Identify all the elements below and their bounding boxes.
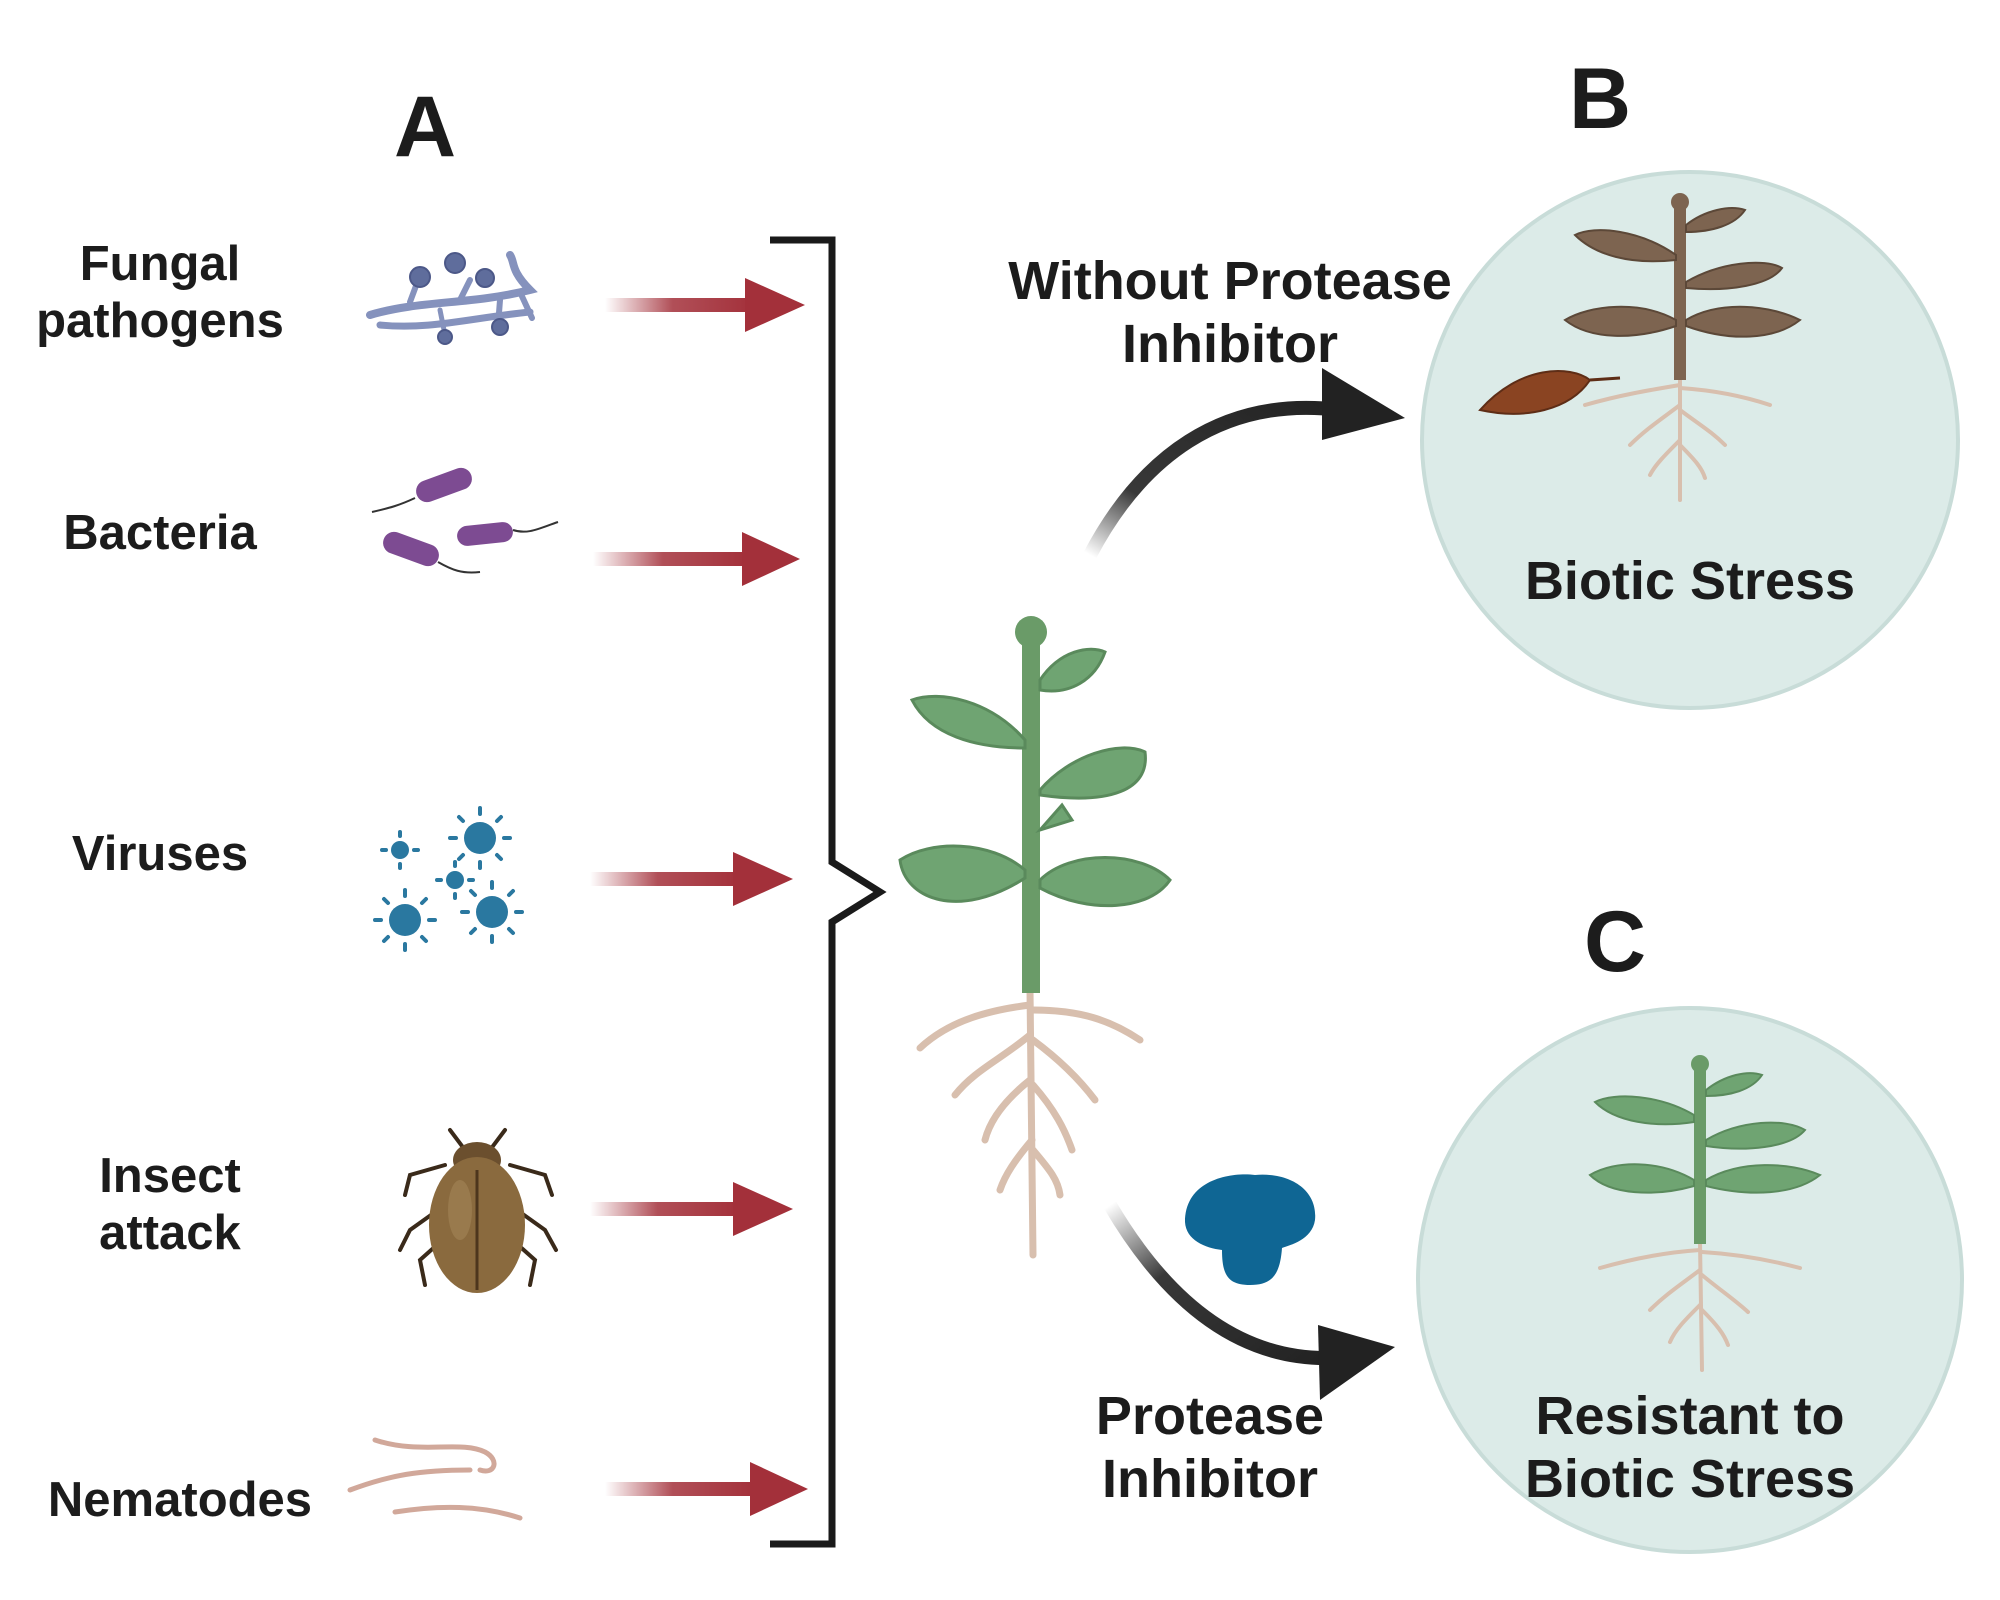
outcome-label-c: Resistant to Biotic Stress <box>1480 1385 1900 1510</box>
branch-label-with-line1: Protease <box>1095 1386 1325 1446</box>
source-label-bacteria: Bacteria <box>63 506 257 560</box>
source-label-fungal-line1: Fungal <box>79 237 241 291</box>
outcome-circle-c <box>1416 1006 1964 1554</box>
panel-label-c: C <box>1583 894 1647 990</box>
source-label-insect-line2: attack <box>99 1205 241 1260</box>
branch-label-without: Without Protease Inhibitor <box>1000 250 1460 375</box>
panel-label-a: A <box>393 79 457 175</box>
branch-label-without-line1: Without Protease <box>1008 251 1452 311</box>
panel-label-b: B <box>1568 51 1632 147</box>
source-label-fungal: Fungal pathogens <box>20 236 300 350</box>
branch-label-with-line2: Inhibitor <box>1102 1448 1318 1509</box>
outcome-label-c-line1: Resistant to <box>1535 1386 1845 1446</box>
virus-icon <box>373 806 524 952</box>
outcome-circle-b <box>1420 170 1960 710</box>
bacteria-icon <box>371 467 559 574</box>
without-inhibitor-arrow <box>1083 368 1405 559</box>
outcome-label-b: Biotic Stress <box>1524 551 1856 611</box>
wilted-plant-icon <box>1478 193 1802 502</box>
threat-arrow-bacteria <box>593 532 800 586</box>
resistant-plant-icon <box>1588 1055 1822 1372</box>
nematode-icon <box>347 1437 523 1521</box>
outcome-label-c-line2: Biotic Stress <box>1524 1448 1856 1509</box>
fungal-hyphae-icon <box>366 251 538 345</box>
branch-label-without-line2: Inhibitor <box>1122 313 1338 374</box>
beetle-icon <box>398 1128 558 1293</box>
source-label-fungal-line2: pathogens <box>36 293 284 348</box>
source-label-insect-line1: Insect <box>99 1149 241 1203</box>
threat-arrow-nematodes <box>605 1462 808 1516</box>
central-plant-icon <box>898 616 1172 1259</box>
protease-inhibitor-icon <box>1185 1174 1316 1285</box>
with-inhibitor-arrow <box>1103 1201 1395 1400</box>
source-label-viruses: Viruses <box>71 827 249 881</box>
grouping-bracket <box>770 236 887 1548</box>
source-label-insect: Insect attack <box>30 1148 310 1262</box>
source-label-nematodes: Nematodes <box>47 1473 313 1527</box>
threat-arrow-viruses <box>590 852 793 906</box>
branch-label-with: Protease Inhibitor <box>1050 1385 1370 1510</box>
threat-arrow-insect <box>590 1182 793 1236</box>
threat-arrow-fungal <box>605 278 805 332</box>
